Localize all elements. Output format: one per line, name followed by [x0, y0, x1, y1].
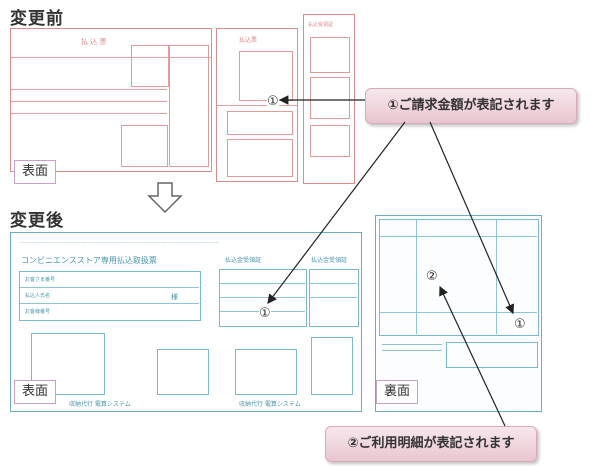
before-marker-1: ① [267, 94, 279, 109]
before-form-main: 払 込 票 [10, 28, 212, 172]
before-receipt-title: 払込受領証 [308, 22, 334, 28]
before-face-label: 表面 [14, 160, 56, 184]
after-row-label-3: お客様番号 [25, 309, 51, 315]
after-title: 変更後 [10, 211, 64, 231]
after-form: …………………………………………………………………………………………………………… [10, 232, 362, 412]
after-honorific: 様 [171, 293, 178, 301]
before-form-title: 払 込 票 [81, 38, 107, 46]
after-form-title: コンビニエンスストア専用払込取扱票 [21, 256, 157, 265]
after-front-marker-1: ① [259, 306, 271, 321]
after-footer-left: 収納代行 電算システム [69, 401, 131, 408]
after-back-label: 裏面 [376, 380, 418, 404]
after-back-marker-2: ② [426, 269, 438, 284]
before-stub-title: 払込票 [239, 37, 258, 44]
after-receipt2-title: 払込金受領証 [311, 257, 348, 264]
after-row-label-1: お客さま番号 [25, 277, 56, 283]
after-back-form: ② ① [375, 215, 542, 412]
before-form-receipt: 払込受領証 [303, 14, 355, 184]
callout-amount: ①ご請求金額が表記されます [365, 88, 577, 124]
after-receipt1-title: 払込金受領証 [225, 257, 262, 264]
down-arrow-icon [147, 182, 183, 214]
after-face-label: 表面 [14, 380, 56, 404]
after-row-label-2: 払込人氏名 [25, 293, 51, 299]
after-footer-mid: 収納代行 電算システム [239, 401, 301, 408]
callout-detail: ②ご利用明細が表記されます [325, 426, 537, 462]
before-title: 変更前 [10, 9, 64, 29]
after-back-marker-1: ① [514, 317, 526, 332]
before-form-stub: 払込票 ① [216, 28, 298, 182]
